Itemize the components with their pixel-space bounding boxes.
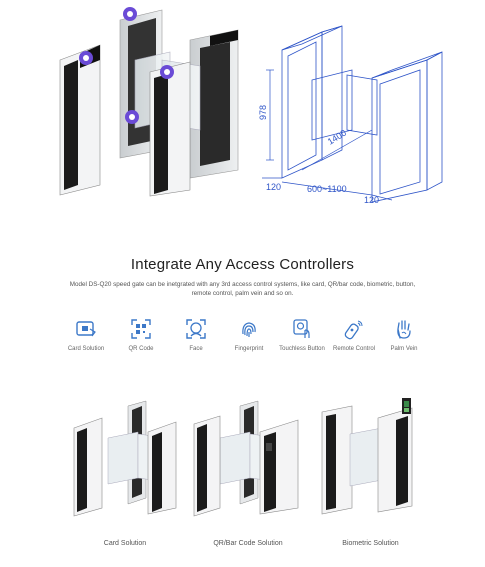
qr-code-icon [131,319,151,339]
feature-icons-row: Card Solution QR Code Face Fingerp [60,318,425,370]
solution-caption-biometric: Biometric Solution [342,540,399,547]
face-scan-icon [186,319,206,339]
feature-label: Card Solution [67,346,105,352]
feature-label: Palm Vein [390,346,418,352]
feature-qr: QR Code [115,318,167,353]
feature-label: Remote Control [332,346,376,352]
dim-height: 978 [258,105,268,120]
dim-depth: 1400 [326,128,348,147]
biometric-solution-image [321,398,413,515]
feature-label: Face [189,346,203,352]
solution-caption-qr: QR/Bar Code Solution [213,540,283,547]
remote-control-icon [344,320,363,340]
feature-face: Face [170,318,222,353]
qr-solution-image [193,400,299,517]
feature-label: QR Code [128,346,154,352]
touchless-button-icon [293,319,310,338]
feature-touchless: Touchless Button [276,318,328,353]
feature-palm: Palm Vein [378,318,430,353]
feature-card: Card Solution [60,318,112,353]
section-description: Model DS-Q20 speed gate can be inetgrate… [69,281,416,297]
dim-width-left: 120 [266,182,281,192]
dimension-drawing: 978 1400 120 600~1100 120 [258,25,443,205]
feature-label: Fingerprint [234,346,264,352]
card-reader-icon [76,321,96,337]
feature-label: Touchless Button [279,346,325,352]
palm-vein-icon [397,320,411,339]
card-solution-image [73,400,177,517]
feature-fingerprint: Fingerprint [223,318,275,353]
dim-width-right: 120 [364,195,379,205]
solution-caption-card: Card Solution [103,540,147,547]
dim-passage: 600~1100 [307,184,347,194]
fingerprint-icon [242,322,256,337]
feature-remote: Remote Control [328,318,380,353]
speed-gate-photo [59,7,239,197]
section-heading: Integrate Any Access Controllers [130,256,355,273]
